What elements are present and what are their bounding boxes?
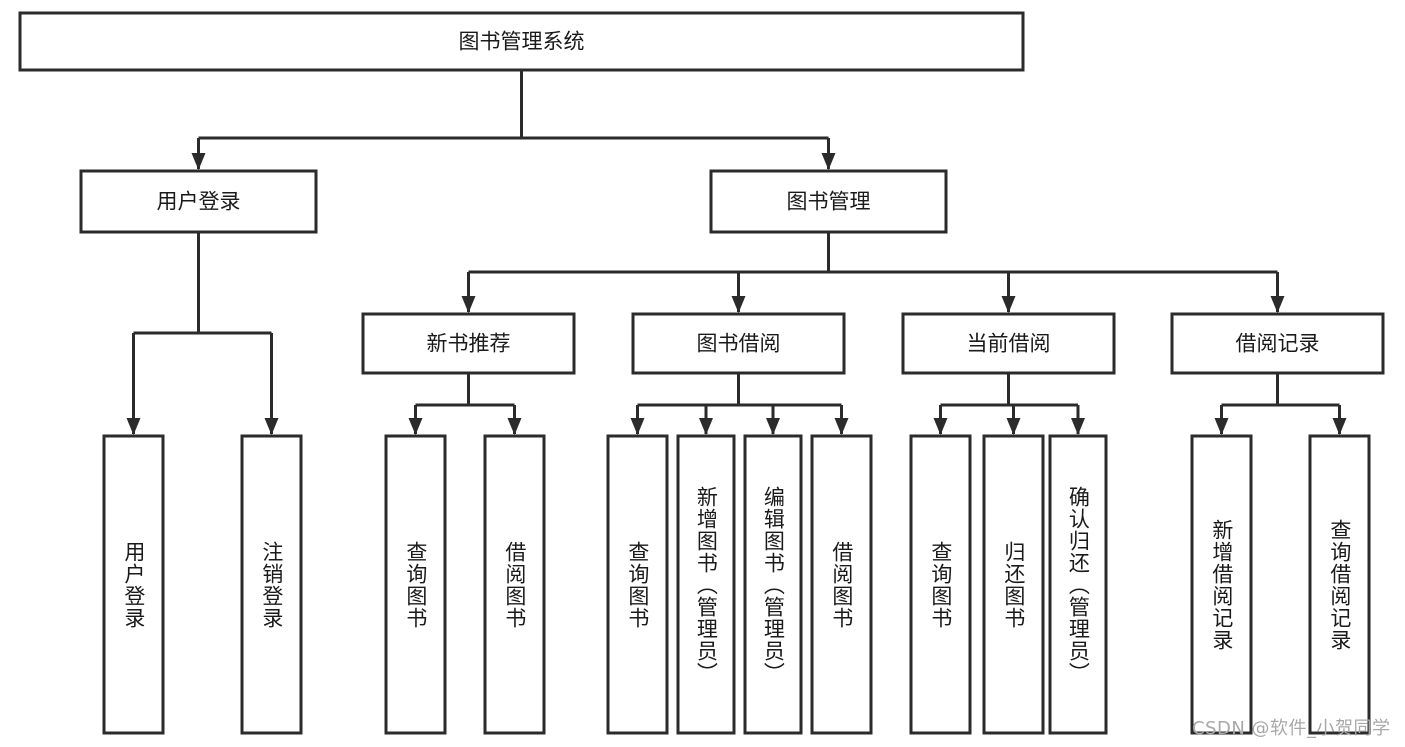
node-box-leaf-logout[interactable]	[240, 434, 303, 735]
node-label-borrow-record: 借阅记录	[1236, 332, 1320, 356]
node-box-leaf-borrow-book-1[interactable]	[483, 434, 546, 735]
node-box-leaf-query-book-1[interactable]	[384, 434, 447, 735]
arrow-head	[630, 418, 645, 435]
arrow-head	[1001, 296, 1016, 313]
node-box-leaf-user-login[interactable]	[102, 434, 165, 735]
node-label-book-manage: 图书管理	[787, 190, 871, 214]
node-label-user-login: 用户登录	[157, 190, 241, 214]
arrow-head	[126, 418, 141, 435]
node-label-current-borrow: 当前借阅	[967, 332, 1051, 356]
connectors-layer	[126, 70, 1347, 435]
node-box-undefined[interactable]	[18, 11, 1025, 72]
arrow-head	[461, 296, 476, 313]
arrow-head	[933, 418, 948, 435]
node-label-undefined: 图书管理系统	[459, 30, 585, 54]
node-box-book-manage[interactable]	[709, 169, 948, 234]
arrow-head	[1270, 296, 1285, 313]
arrow-head	[731, 296, 746, 313]
node-box-book-borrow[interactable]	[631, 312, 846, 375]
node-box-leaf-add-book[interactable]	[676, 434, 736, 735]
boxes-layer	[18, 11, 1385, 735]
node-box-leaf-confirm-return[interactable]	[1048, 434, 1108, 735]
node-label-new-book-rec: 新书推荐	[427, 332, 511, 356]
node-box-leaf-edit-book[interactable]	[743, 434, 803, 735]
arrow-head	[1006, 418, 1021, 435]
arrow-head	[766, 418, 780, 435]
arrow-head	[1332, 418, 1347, 435]
arrow-head	[507, 418, 522, 435]
node-box-leaf-query-book-2[interactable]	[606, 434, 669, 735]
arrow-head	[834, 418, 849, 435]
node-label-book-borrow: 图书借阅	[697, 332, 781, 356]
arrow-head	[1214, 418, 1229, 435]
node-box-user-login[interactable]	[79, 169, 318, 234]
node-box-borrow-record[interactable]	[1170, 312, 1385, 375]
arrow-head	[821, 153, 836, 170]
node-box-leaf-add-record[interactable]	[1190, 434, 1253, 735]
arrow-head	[264, 418, 279, 435]
node-box-leaf-query-record[interactable]	[1308, 434, 1371, 735]
node-box-current-borrow[interactable]	[901, 312, 1116, 375]
node-box-leaf-return-book[interactable]	[982, 434, 1045, 735]
watermark-csdn: CSDN @软件_小贺同学	[1192, 718, 1391, 739]
arrow-head	[1071, 418, 1085, 435]
arrow-head	[408, 418, 423, 435]
node-box-new-book-rec[interactable]	[361, 312, 576, 375]
node-box-leaf-query-book-3[interactable]	[909, 434, 972, 735]
arrow-head	[191, 153, 206, 170]
arrow-head	[699, 418, 713, 435]
node-box-leaf-borrow-book-2[interactable]	[810, 434, 873, 735]
